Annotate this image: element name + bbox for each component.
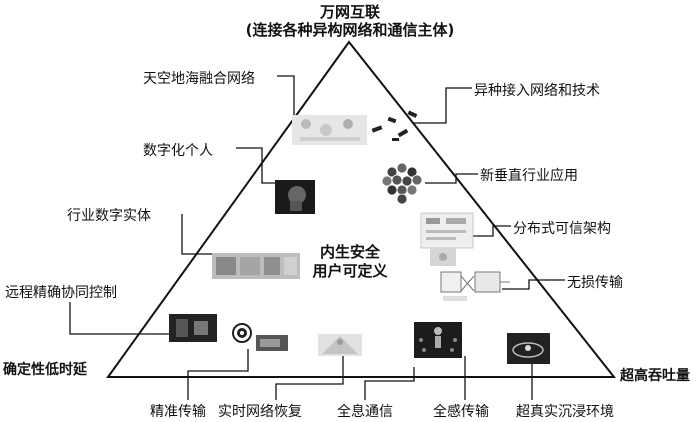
leader-holographic	[364, 367, 415, 400]
thumb-space-air-network	[292, 115, 367, 145]
thumb-hexagons	[381, 162, 423, 205]
label-vertical-apps: 新垂直行业应用	[480, 168, 578, 184]
label-remote-precise-control: 远程精确协同控制	[5, 285, 117, 301]
thumb-digital-person	[275, 180, 315, 214]
label-heterogeneous-access: 异种接入网络和技术	[474, 83, 600, 99]
label-precise-transmission: 精准传输	[150, 404, 206, 420]
label-immersive-env: 超真实沉浸环境	[516, 404, 614, 420]
leader-realtime	[275, 355, 344, 400]
center-line-1: 内生安全	[319, 243, 380, 261]
label-full-sense-transmission: 全感传输	[433, 404, 489, 420]
thumb-remote-control	[169, 314, 217, 342]
diagram-subtitle: (连接各种异构网络和通信主体)	[245, 21, 455, 39]
thumb-industry-entity	[212, 253, 300, 279]
leader-digital-person	[236, 147, 275, 184]
thumb-distributed-trust	[420, 212, 474, 266]
leader-precise	[187, 349, 249, 400]
thumb-lossless	[440, 271, 510, 301]
leader-distributed	[459, 225, 511, 237]
thumb-satellites	[371, 110, 418, 141]
leader-space-air	[277, 75, 295, 126]
label-digital-person: 数字化个人	[143, 143, 213, 159]
thumb-holographic	[414, 322, 462, 358]
label-space-air-ground-sea: 天空地海融合网络	[143, 71, 255, 87]
leader-lossless	[502, 279, 565, 290]
thumb-immersive	[507, 333, 550, 364]
leader-industry-entity	[181, 214, 212, 255]
label-lossless-transmission: 无损传输	[567, 275, 623, 291]
leader-lines	[69, 75, 565, 400]
center-line-2: 用户可定义	[312, 262, 388, 280]
thumb-realtime-recovery	[318, 334, 362, 356]
corner-right-label: 超高吞吐量	[620, 368, 690, 384]
corner-left-label: 确定性低时延	[3, 362, 87, 378]
label-holographic-comm: 全息通信	[337, 404, 393, 420]
leader-remote-control	[69, 302, 169, 335]
leader-vertical-apps	[425, 173, 478, 184]
diagram-title: 万网互联	[319, 3, 380, 21]
label-distributed-trust: 分布式可信架构	[513, 221, 611, 237]
thumb-target	[232, 323, 288, 351]
pyramid-triangle	[106, 40, 617, 378]
label-realtime-recovery: 实时网络恢复	[218, 404, 302, 420]
label-industry-digital-entity: 行业数字实体	[67, 208, 151, 224]
leader-hetero-access	[412, 87, 472, 124]
